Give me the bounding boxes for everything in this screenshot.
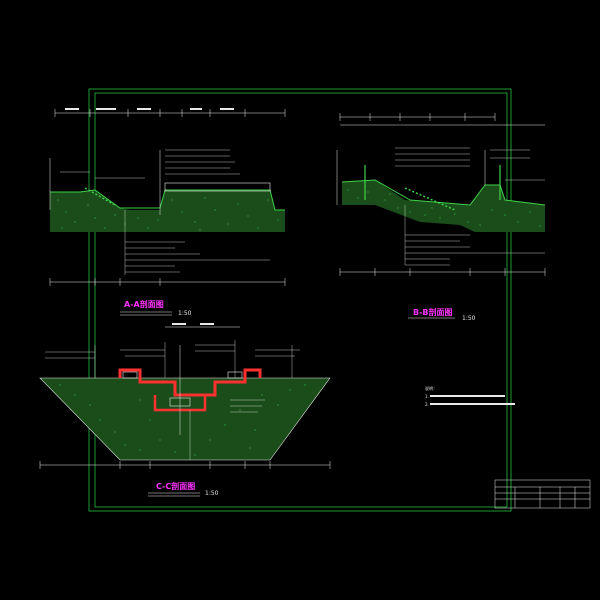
section-cc-title: C-C剖面图 bbox=[156, 482, 196, 491]
section-aa-title: A-A剖面图 bbox=[124, 300, 164, 309]
outer-frame bbox=[88, 88, 512, 512]
inner-frame bbox=[94, 92, 508, 508]
section-cc-scale: 1:50 bbox=[205, 490, 219, 497]
section-bb-title: B-B剖面图 bbox=[413, 308, 453, 317]
notes-heading: 说明： bbox=[425, 386, 437, 391]
section-aa-scale: 1:50 bbox=[178, 310, 192, 317]
notes-line-2: 2. bbox=[425, 402, 429, 407]
section-bb-scale: 1:50 bbox=[462, 315, 476, 322]
section-bb-drawing bbox=[336, 113, 546, 319]
notes-line-1: 1. bbox=[425, 394, 429, 399]
title-block bbox=[494, 479, 591, 509]
section-cc-drawing bbox=[39, 323, 331, 497]
section-aa-drawing bbox=[49, 108, 286, 316]
